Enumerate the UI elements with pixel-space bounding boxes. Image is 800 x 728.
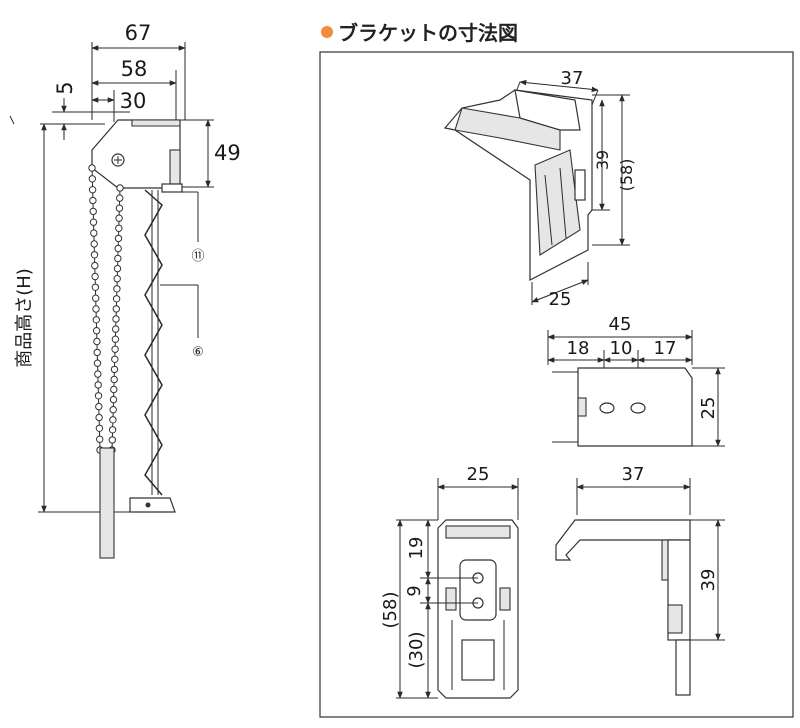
dim-30: 30 (120, 89, 147, 113)
chain-bead (112, 325, 120, 333)
height-label: 商品高さ(H) (14, 268, 35, 368)
bracket-isometric: 37 39 (58) 25 (443, 68, 636, 310)
front-dim-9: 9 (404, 585, 425, 596)
chain-bead (94, 392, 103, 400)
chain-bead (113, 285, 121, 293)
chain-bead (116, 194, 124, 202)
section-title: ブラケットの寸法図 (321, 21, 518, 45)
bracket-frame (319, 51, 794, 718)
chain-bead (112, 305, 121, 313)
dim-5: 5 (53, 81, 77, 94)
chain-bead (95, 402, 103, 411)
chain-bead (89, 207, 97, 216)
top-dim-17: 17 (654, 338, 677, 359)
chain-bead (111, 345, 119, 353)
chain-bead (89, 196, 97, 205)
chain-bead (115, 224, 123, 233)
iso-dim-37: 37 (561, 68, 584, 89)
chain-bead (95, 413, 103, 422)
chain-bead (116, 184, 124, 192)
overall-blind-drawing: 67 58 30 5 49 商品高さ(H) (9, 21, 241, 559)
bracket-top-view: 45 18 10 17 25 (547, 314, 725, 447)
chain-bead (90, 251, 99, 259)
front-dim-19: 19 (406, 537, 427, 560)
chain-bead (114, 234, 123, 243)
chain-bead (94, 381, 102, 389)
chain-bead (92, 305, 100, 313)
slot-hole-left (599, 402, 615, 414)
dim-58: 58 (121, 57, 148, 81)
chain-bead (93, 359, 102, 367)
top-dim-45: 45 (609, 314, 632, 335)
side-dim-39: 39 (698, 569, 719, 592)
chain-bead (109, 395, 118, 404)
chain-bead (110, 375, 118, 384)
iso-dim-25: 25 (549, 289, 572, 310)
chain-bead (110, 365, 119, 374)
chain-bead (115, 214, 123, 222)
front-dim-25: 25 (467, 464, 490, 485)
chain-bead (112, 315, 120, 323)
chain-bead (110, 385, 118, 394)
front-dim-58: (58) (380, 592, 401, 629)
slot-hole-right (630, 402, 646, 414)
chain-bead (112, 295, 121, 303)
chain-bead (109, 416, 117, 424)
chain-weight (99, 447, 115, 559)
top-dim-10: 10 (610, 338, 633, 359)
chain-bead (113, 264, 122, 273)
chain-bead (91, 272, 99, 281)
chain-bead (114, 244, 122, 253)
front-dim-30: (30) (406, 632, 427, 669)
chain-bead (108, 426, 117, 434)
chain-bead (88, 164, 96, 172)
side-dim-37: 37 (622, 464, 645, 485)
chain-bead (93, 337, 101, 346)
chain-bead (91, 283, 100, 291)
chain-bead (93, 348, 101, 357)
title-bullet-icon (321, 26, 333, 38)
title-text: ブラケットの寸法図 (338, 21, 518, 45)
chain-bead (89, 218, 98, 226)
chain-beads (88, 164, 124, 454)
chain-bead (114, 254, 122, 263)
chain-bead (92, 294, 100, 302)
chain-bead (109, 406, 117, 414)
chain-bead (94, 370, 102, 378)
chain-bead (108, 436, 117, 444)
chain-bead (91, 261, 99, 270)
dim-67: 67 (125, 21, 152, 45)
chain-bead (96, 435, 104, 443)
chain-bead (113, 275, 121, 283)
bracket-front-view: 25 (58) 19 9 (30) (380, 464, 519, 699)
bracket-side-view: 37 39 (555, 464, 725, 696)
top-dim-18: 18 (567, 338, 590, 359)
iso-dim-39: 39 (593, 150, 612, 170)
chain-bead (88, 175, 97, 183)
callout-11: ⑪ (191, 249, 204, 264)
chain-bead (95, 424, 104, 432)
chain-bead (92, 327, 101, 335)
chain-bead (111, 355, 119, 363)
chain-bead (90, 240, 98, 248)
chain-bead (90, 229, 98, 237)
chain-bead (92, 316, 101, 324)
callout-6: ⑥ (192, 345, 204, 360)
iso-dim-58: (58) (617, 159, 636, 192)
chain-bead (115, 204, 124, 212)
top-dim-25: 25 (698, 397, 719, 420)
chain-bead (88, 186, 97, 194)
chain-bead (111, 335, 120, 343)
dim-49: 49 (214, 141, 241, 165)
